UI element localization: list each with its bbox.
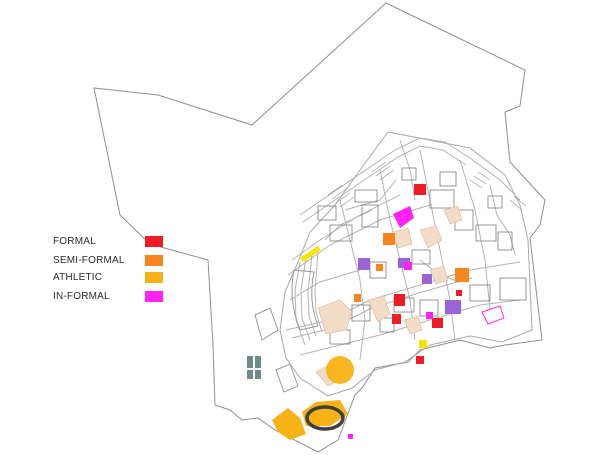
legend-label-formal: FORMAL xyxy=(53,236,96,247)
legend-item-athletic: ATHLETIC xyxy=(53,271,173,285)
athletic-space-small xyxy=(419,340,427,348)
sports-field-sw xyxy=(275,363,299,393)
legend-swatch-in-formal xyxy=(145,291,163,302)
legend-swatch-athletic xyxy=(145,272,163,283)
semi-formal-space-2 xyxy=(455,268,469,282)
legend-item-formal: FORMAL xyxy=(53,235,173,249)
practice-field xyxy=(272,408,306,440)
informal-space-5 xyxy=(445,300,461,314)
legend-label-semi-formal: SEMI-FORMAL xyxy=(53,255,125,266)
athletic-spaces xyxy=(300,246,427,384)
road-network xyxy=(285,137,521,361)
formal-space-5 xyxy=(416,356,424,364)
semi-formal-space-1 xyxy=(383,233,395,245)
stadium-outline xyxy=(291,269,319,331)
stands-a xyxy=(247,356,253,368)
running-track xyxy=(305,405,345,431)
semi-formal-space-4 xyxy=(376,264,383,271)
stands-b xyxy=(255,356,261,368)
track-fill xyxy=(302,400,348,426)
informal-space-4 xyxy=(422,274,432,284)
formal-space-3 xyxy=(392,314,401,324)
formal-spaces xyxy=(392,184,462,364)
formal-space-4 xyxy=(432,318,443,328)
semi-formal-spaces xyxy=(354,233,469,302)
informal-space-6 xyxy=(404,262,412,270)
stands-c xyxy=(247,370,253,379)
sports-field-west xyxy=(254,307,279,341)
formal-space-2 xyxy=(394,294,405,306)
parking-lots xyxy=(327,161,527,211)
athletic-strip xyxy=(300,246,321,262)
legend-item-in-formal: IN-FORMAL xyxy=(53,290,173,304)
legend-label-in-formal: IN-FORMAL xyxy=(53,291,110,302)
semi-formal-space-3 xyxy=(354,294,361,302)
stands-d xyxy=(255,370,261,379)
informal-space-1 xyxy=(393,206,414,228)
informal-space-2 xyxy=(358,258,370,270)
athletic-plaza xyxy=(326,356,354,384)
property-boundary xyxy=(93,2,546,453)
legend-label-athletic: ATHLETIC xyxy=(53,272,103,283)
informal-spaces xyxy=(348,206,505,439)
campus-core-outline xyxy=(279,131,533,397)
legend-swatch-semi-formal xyxy=(145,255,163,266)
informal-space-8 xyxy=(426,312,433,319)
legend-item-semi-formal: SEMI-FORMAL xyxy=(53,254,173,268)
building-footprints xyxy=(317,167,527,345)
legend-swatch-formal xyxy=(145,236,163,247)
informal-space-7 xyxy=(481,305,505,325)
formal-space-6 xyxy=(456,290,462,296)
informal-space-9 xyxy=(348,434,353,439)
formal-space-1 xyxy=(414,184,426,195)
athletic-fields xyxy=(247,269,348,440)
